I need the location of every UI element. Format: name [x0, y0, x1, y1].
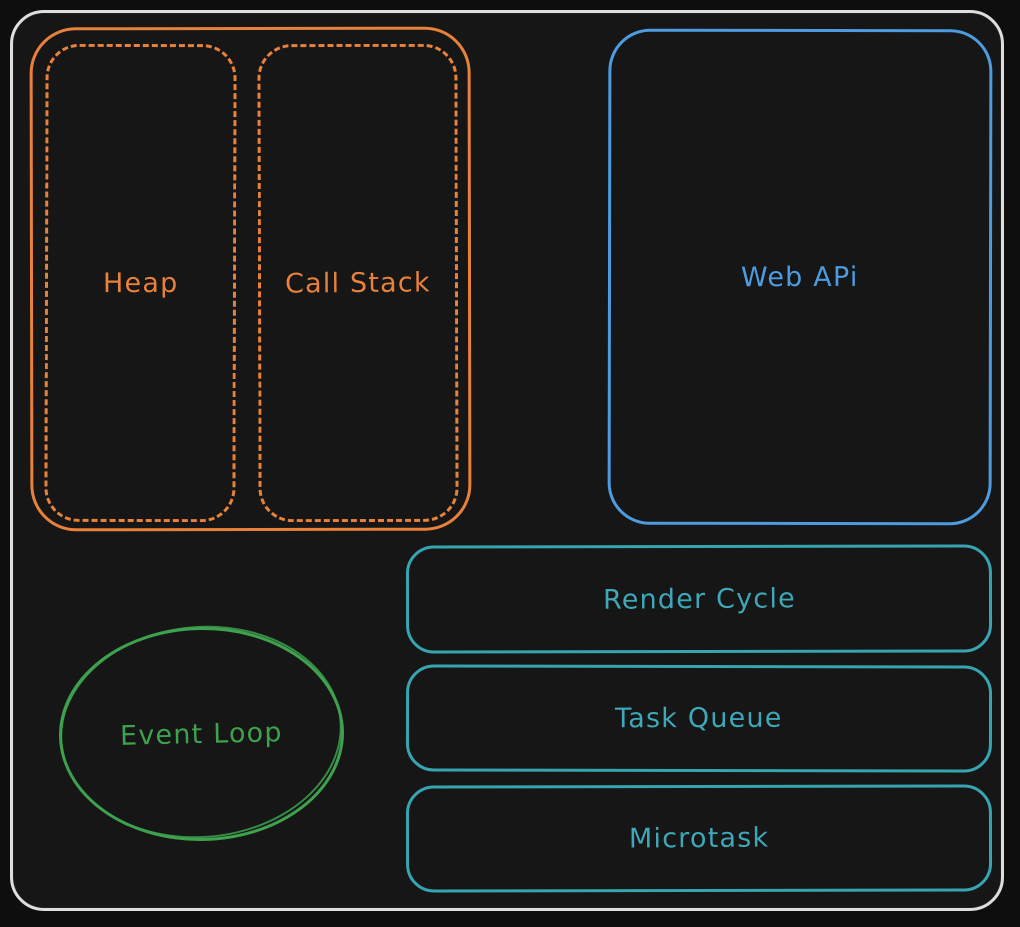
microtask-label: Microtask: [628, 822, 770, 855]
microtask-box: Microtask: [405, 784, 993, 893]
heap-box: Heap: [44, 43, 237, 523]
heap-label: Heap: [102, 267, 179, 299]
event-loop-label: Event Loop: [119, 716, 284, 752]
web-api-box: Web APi: [607, 28, 993, 526]
task-queue-box: Task Queue: [405, 664, 993, 773]
call-stack-label: Call Stack: [285, 266, 431, 300]
call-stack-box: Call Stack: [257, 43, 459, 523]
web-api-label: Web APi: [741, 261, 859, 293]
render-cycle-box: Render Cycle: [405, 544, 993, 654]
render-cycle-label: Render Cycle: [602, 582, 796, 616]
task-queue-label: Task Queue: [615, 702, 783, 735]
